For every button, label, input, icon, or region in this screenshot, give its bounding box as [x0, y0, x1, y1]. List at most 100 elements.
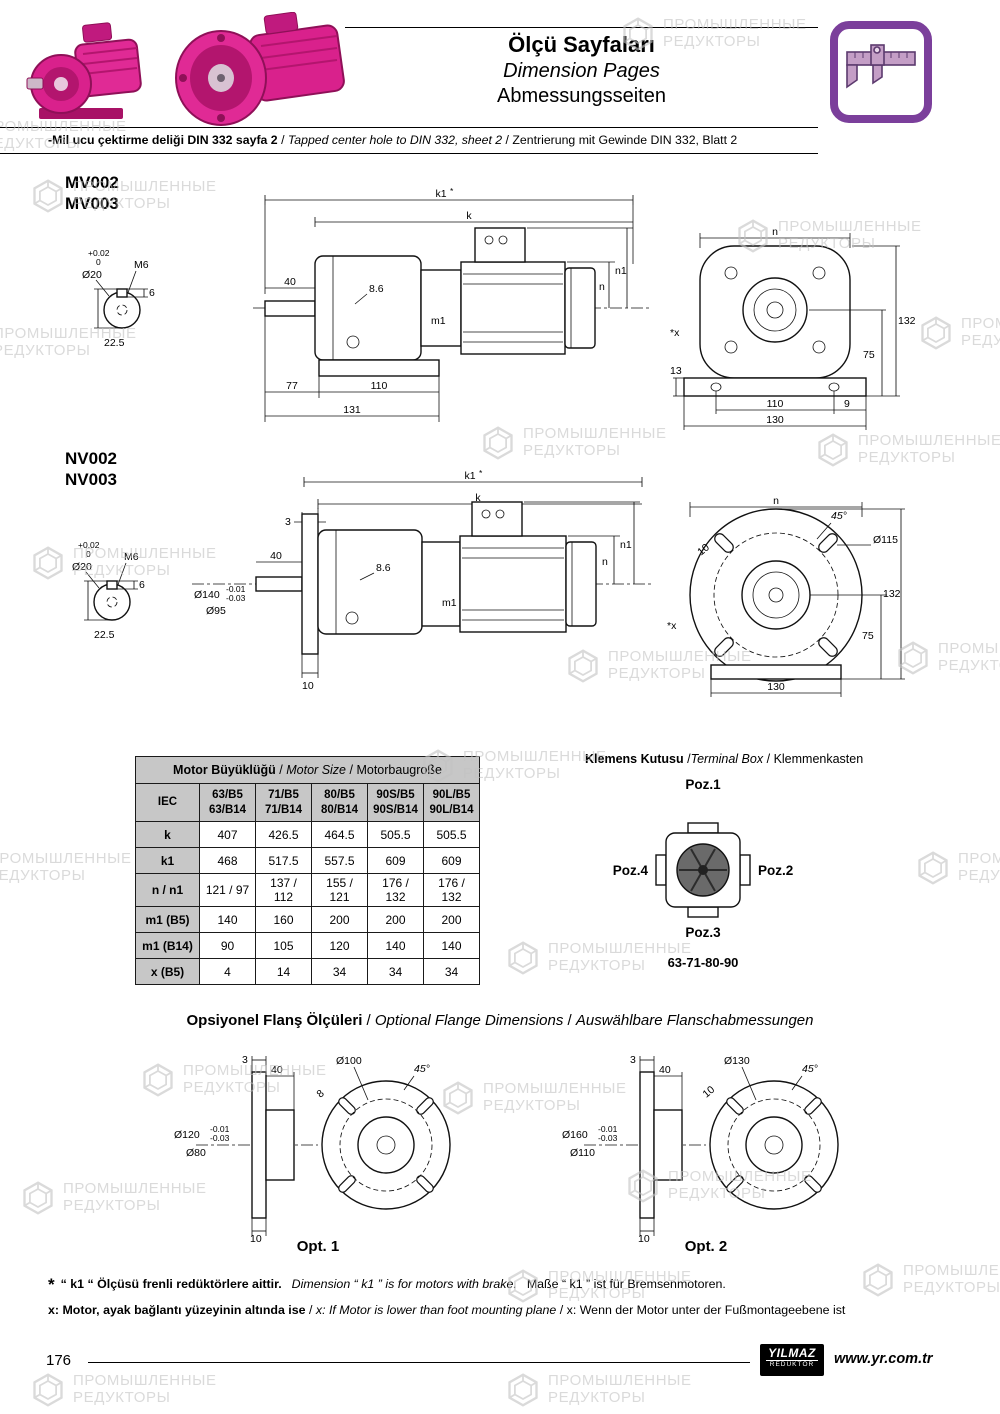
cell: 200 — [367, 906, 424, 933]
separator: / — [308, 1302, 313, 1317]
dim-40: 40 — [284, 276, 296, 288]
dim-thread: M6 — [134, 259, 149, 271]
nv-front-view-drawing: n 45° Ø115 10 132 75 130 *x — [667, 495, 905, 697]
dim-bolt-circle: Ø115 — [873, 534, 898, 546]
cell: 464.5 — [311, 821, 368, 848]
col-header-iec: IEC — [135, 783, 200, 822]
dim-40: 40 — [271, 1064, 283, 1076]
dim-flange-dia: Ø160 — [562, 1129, 588, 1141]
cell: 200 — [311, 906, 368, 933]
cell: 90 — [199, 932, 256, 959]
poz4-label: Poz.4 — [613, 863, 649, 878]
row-label: m1 (B14) — [135, 932, 200, 959]
footnote-x-de: x: Wenn der Motor unter der Fußmontageeb… — [566, 1302, 846, 1317]
dim-132: 132 — [883, 588, 901, 600]
separator: / — [567, 1012, 572, 1029]
dim-x-note: *x — [670, 327, 680, 339]
dim-k1: k1 — [435, 188, 446, 200]
dim-tol2: -0.03 — [598, 1133, 618, 1143]
page-title-tr: Ölçü Sayfaları — [508, 32, 655, 57]
mv-front-view-drawing: n 132 75 13 110 9 130 *x — [670, 226, 916, 430]
dim-shaft-dia: Ø20 — [72, 561, 92, 573]
website-url: www.yr.com.tr — [834, 1351, 933, 1367]
row-label: x (B5) — [135, 958, 200, 985]
dim-pilot-dia: Ø80 — [186, 1147, 206, 1159]
dim-8-6: 8.6 — [369, 283, 384, 295]
header-top-rule — [345, 27, 818, 28]
product-photos — [26, 12, 345, 126]
dim-tol-plus: +0.02 — [88, 248, 110, 258]
cell: 426.5 — [255, 821, 312, 848]
hexagon-logo-icon — [30, 545, 66, 581]
dim-n1: n1 — [615, 265, 627, 277]
dim-m1: m1 — [442, 597, 457, 609]
dim-x-note: *x — [667, 620, 677, 632]
dim-77: 77 — [286, 380, 298, 392]
opt1-label: Opt. 1 — [296, 1238, 340, 1255]
footnote-x: x: Motor, ayak bağlantı yüzeyinin altınd… — [48, 1300, 978, 1322]
nv-shaft-detail-drawing: +0.02 0 Ø20 M6 6 22.5 — [72, 540, 145, 641]
table-row-x-b5: x (B5) 4 14 34 34 34 — [135, 958, 480, 985]
logo-line2: REDÜKTÖR — [769, 1361, 815, 1368]
footnote-k1: *“ k1 “ Ölçüsü frenli redüktörlere aitti… — [48, 1270, 978, 1300]
hexagon-logo-icon — [20, 1180, 56, 1216]
model-mv002: MV002 — [65, 173, 119, 192]
footnote-k1-tr: “ k1 “ Ölçüsü frenli redüktörlere aittir… — [60, 1277, 282, 1291]
nv-side-view-drawing: k1 * k 3 40 8.6 Ø140 -0.01 -0.03 Ø95 m1 — [192, 468, 654, 692]
dim-3: 3 — [285, 516, 291, 528]
dim-75: 75 — [863, 349, 875, 361]
poz3-label: Poz.3 — [685, 925, 721, 940]
separator: / — [281, 133, 285, 147]
page-number: 176 — [46, 1352, 72, 1369]
yilmaz-reduktor-logo: YILMAZ REDÜKTÖR — [760, 1344, 824, 1376]
separator: / — [559, 1302, 564, 1317]
dim-tol-zero: 0 — [96, 257, 101, 267]
separator: / — [687, 752, 691, 766]
dim-key-depth: 22.5 — [104, 337, 125, 349]
footer-rule — [88, 1362, 750, 1363]
din-note-en: Tapped center hole to DIN 332, sheet 2 — [287, 133, 503, 147]
flange-opt2-drawing: 3 40 Ø160 -0.01 -0.03 Ø110 10 Ø130 45° 1… — [562, 1054, 839, 1242]
dim-bolt-circle: Ø100 — [336, 1055, 362, 1067]
cell: 505.5 — [423, 821, 480, 848]
dim-k1-star: * — [450, 186, 454, 196]
hexagon-logo-icon — [815, 432, 851, 468]
separator: / — [349, 763, 353, 777]
cell: 160 — [255, 906, 312, 933]
model-nv003: NV003 — [65, 470, 117, 490]
flange-title-en: Optional Flange Dimensions — [374, 1012, 564, 1029]
table-title-de: Motorbaugroße — [356, 763, 442, 777]
flange-title-de: Auswählbare Flanschabmessungen — [575, 1012, 814, 1029]
cell: 121 / 97 — [199, 873, 256, 907]
dim-110: 110 — [371, 380, 388, 392]
dim-key-depth: 22.5 — [94, 629, 115, 641]
dim-132: 132 — [898, 315, 916, 327]
separator: / — [279, 763, 283, 777]
cell: 609 — [423, 847, 480, 874]
dim-key-width: 6 — [149, 287, 155, 299]
page-title-de: Abmessungsseiten — [497, 85, 666, 107]
din-note-tr: -Mil ucu çektirme deliği DIN 332 sayfa 2 — [48, 133, 278, 147]
flange-title-tr: Opsiyonel Flanş Ölçüleri — [186, 1012, 363, 1029]
dim-pilot-dia: Ø110 — [570, 1147, 595, 1159]
poz2-label: Poz.2 — [758, 863, 793, 878]
cell: 609 — [367, 847, 424, 874]
terminal-title-en: Terminal Box — [690, 752, 764, 766]
model-label-nv: NV002 NV003 — [65, 448, 117, 491]
dim-slot-10: 10 — [700, 1084, 717, 1101]
dim-m1: m1 — [431, 315, 446, 327]
row-label: k — [135, 821, 200, 848]
dim-131: 131 — [343, 404, 361, 416]
dim-10: 10 — [250, 1233, 262, 1242]
cell: 468 — [199, 847, 256, 874]
din-note-de: Zentrierung mit Gewinde DIN 332, Blatt 2 — [512, 133, 738, 147]
footnotes: *“ k1 “ Ölçüsü frenli redüktörlere aitti… — [48, 1270, 978, 1321]
dim-flange-dia: Ø140 — [194, 589, 220, 601]
header-bottom-rule — [0, 153, 818, 154]
separator: / — [505, 133, 509, 147]
